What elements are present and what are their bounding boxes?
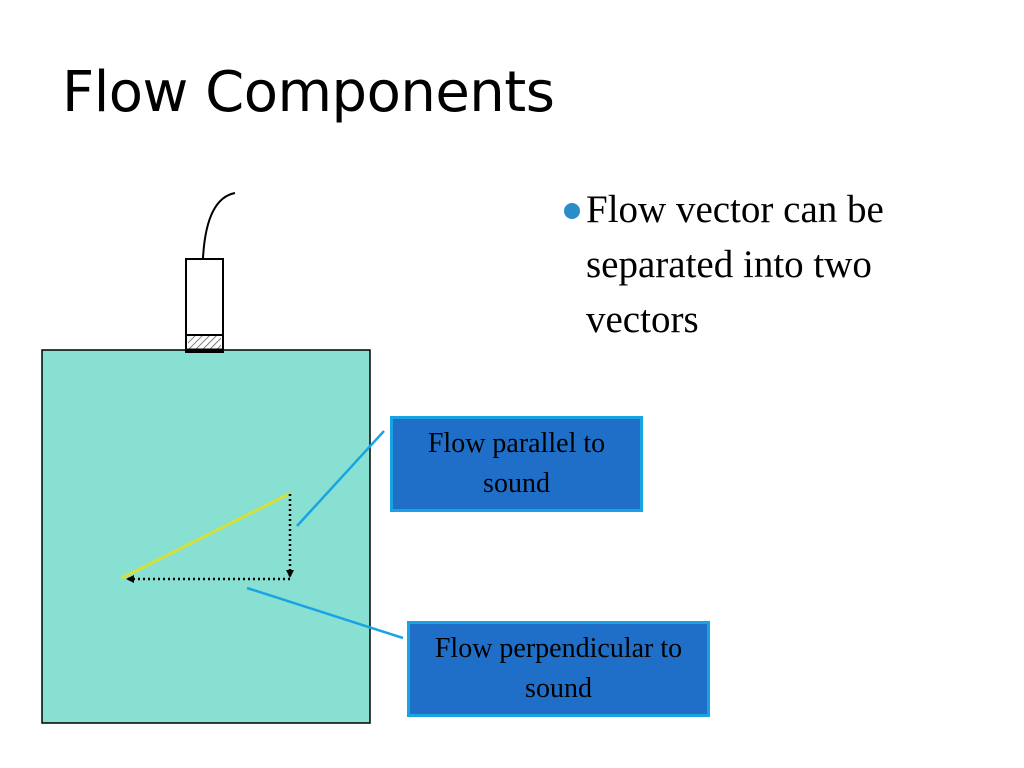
transducer-probe: [185, 192, 236, 353]
bullet-item: Flow vector can be separated into two ve…: [564, 182, 994, 347]
leader-line-perpendicular: [246, 586, 404, 640]
leader-line-parallel: [296, 430, 385, 527]
slide-title: Flow Components: [62, 60, 555, 125]
callout-perpendicular-label: Flow perpendicular to sound: [434, 633, 683, 704]
transducer-cable: [202, 192, 236, 259]
flow-vector: [121, 492, 290, 580]
callout-parallel-label: Flow parallel to sound: [427, 428, 606, 499]
transducer-crystal: [188, 336, 221, 349]
bullet-icon: [564, 203, 580, 219]
callout-parallel: Flow parallel to sound: [390, 416, 643, 512]
callout-perpendicular: Flow perpendicular to sound: [407, 621, 710, 717]
bullet-text: Flow vector can be separated into two ve…: [586, 188, 884, 341]
